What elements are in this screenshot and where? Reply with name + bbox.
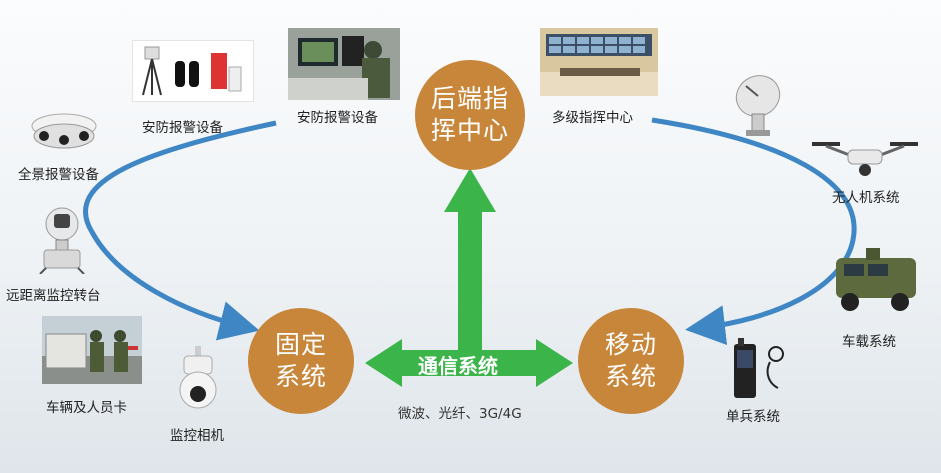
backend-command-label: 后端指挥中心 xyxy=(430,84,509,145)
backend-command-node: 后端指挥中心 xyxy=(415,60,525,170)
satellite-dish-image xyxy=(730,70,786,138)
remote-turret-label: 远距离监控转台 xyxy=(6,288,101,304)
security-alarm-label-2: 安防报警设备 xyxy=(297,110,378,126)
left-loop-arrow xyxy=(83,120,277,341)
security-alarm-label-1: 安防报警设备 xyxy=(142,120,223,136)
right-loop-arrow xyxy=(651,117,857,346)
checkpoint-label: 车辆及人员卡 xyxy=(46,400,127,416)
remote-turret-image xyxy=(36,202,88,274)
uplink-arrow xyxy=(444,168,496,350)
communication-arrow xyxy=(365,339,573,387)
checkpoint-image xyxy=(42,316,142,384)
multi-command-label: 多级指挥中心 xyxy=(552,110,633,126)
communication-sublabel: 微波、光纤、3G/4G xyxy=(398,406,522,422)
ptz-camera-image xyxy=(176,346,220,414)
mobile-system-label: 移动系统 xyxy=(604,330,657,391)
uav-label: 无人机系统 xyxy=(832,190,900,206)
vehicle-system-label: 车载系统 xyxy=(842,334,896,350)
communication-label: 通信系统 xyxy=(418,354,498,378)
control-room-image xyxy=(288,28,400,100)
security-alarm-devices-image xyxy=(132,40,254,102)
fixed-system-node: 固定系统 xyxy=(248,308,354,414)
armored-vehicle-image xyxy=(828,244,924,316)
panoramic-alarm-label: 全景报警设备 xyxy=(18,167,99,183)
panoramic-camera-image xyxy=(28,108,100,154)
soldier-system-label: 单兵系统 xyxy=(726,409,780,425)
soldier-terminal-image xyxy=(726,336,796,400)
fixed-system-label: 固定系统 xyxy=(274,330,327,391)
command-center-image xyxy=(540,28,658,96)
uav-image xyxy=(806,134,924,180)
mobile-system-node: 移动系统 xyxy=(578,308,684,414)
surveillance-camera-label: 监控相机 xyxy=(170,428,224,444)
